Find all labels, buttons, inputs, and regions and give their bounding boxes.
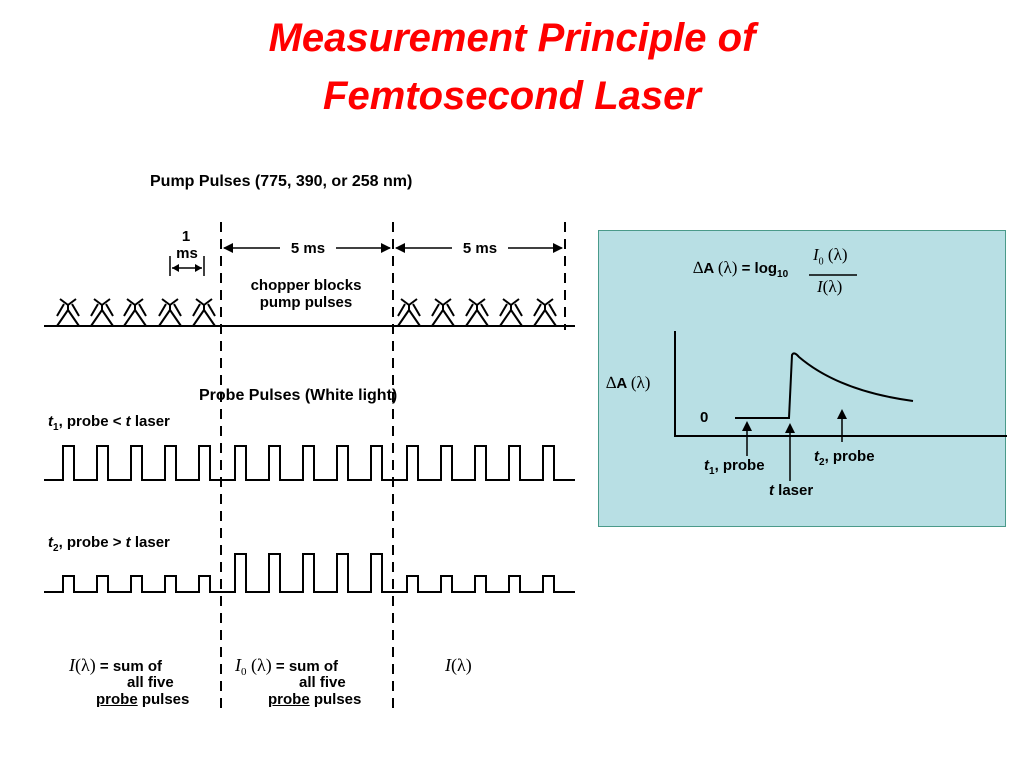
interval2-arrowhead-left — [395, 243, 405, 253]
slide-title-line1: Measurement Principle of — [268, 16, 756, 60]
pump-pulse-7 — [431, 298, 455, 327]
formula-numerator: I0 (λ) — [813, 245, 848, 268]
interval2-label: 5 ms — [462, 240, 498, 257]
period-unit: ms — [176, 245, 198, 262]
period-arrowhead-right — [195, 264, 202, 272]
caption-mid-line3: probe pulses — [268, 691, 362, 708]
pump-pulse-3 — [123, 298, 147, 327]
probe-t1-label: t1, probe < t laser — [48, 413, 170, 433]
pump-pulse-5 — [192, 298, 216, 327]
period-arrowhead-left — [172, 264, 179, 272]
y-axis-label: ∆A (λ) — [606, 373, 651, 393]
period-number: 1 — [181, 228, 191, 245]
chopper-label-line1: chopper blocks — [250, 277, 362, 294]
slide-title-line2: Femtosecond Laser — [323, 74, 701, 118]
caption-mid-line1: I0 (λ) = sum of — [235, 655, 338, 678]
pump-pulse-10 — [533, 298, 557, 327]
interval1-arrowhead-right — [381, 243, 391, 253]
absorbance-plot — [674, 274, 1007, 481]
pump-pulse-6 — [397, 298, 421, 327]
pump-pulse-2 — [90, 298, 114, 327]
caption-left-line2: all five — [127, 674, 174, 691]
t1-arrowhead — [742, 421, 752, 431]
absorbance-panel: ∆A (λ) = log10 I0 (λ) I(λ) ∆A (λ) 0 t1, … — [598, 230, 1007, 527]
caption-right: I(λ) — [445, 655, 472, 675]
caption-mid-line2: all five — [299, 674, 346, 691]
interval1-arrowhead-left — [223, 243, 233, 253]
t1-probe-label: t1, probe — [704, 457, 765, 477]
t2-arrowhead — [837, 409, 847, 419]
chopper-label-line2: pump pulses — [259, 294, 353, 311]
probe-waveform-t2 — [44, 553, 575, 593]
pump-pulse-1 — [56, 298, 80, 327]
formula-denominator: I(λ) — [817, 277, 843, 296]
tlaser-arrowhead — [785, 423, 795, 433]
interval1-label: 5 ms — [290, 240, 326, 257]
probe-t2-label: t2, probe > t laser — [48, 534, 170, 554]
zero-label: 0 — [700, 409, 709, 426]
pump-pulse-4 — [158, 298, 182, 327]
probe-waveform-t1 — [44, 445, 575, 481]
probe-heading: Probe Pulses (White light) — [199, 387, 398, 404]
interval2-arrowhead-right — [553, 243, 563, 253]
caption-left-line3: probe pulses — [96, 691, 190, 708]
pump-pulse-9 — [499, 298, 523, 327]
pump-heading: Pump Pulses (775, 390, or 258 nm) — [150, 173, 413, 190]
caption-left-line1: I(λ) = sum of — [69, 655, 162, 675]
formula: ∆A (λ) = log10 — [693, 258, 789, 281]
t-laser-label: t laser — [769, 482, 814, 499]
absorbance-curve — [735, 352, 914, 419]
pump-pulse-8 — [465, 298, 489, 327]
t2-probe-label: t2, probe — [814, 448, 875, 468]
